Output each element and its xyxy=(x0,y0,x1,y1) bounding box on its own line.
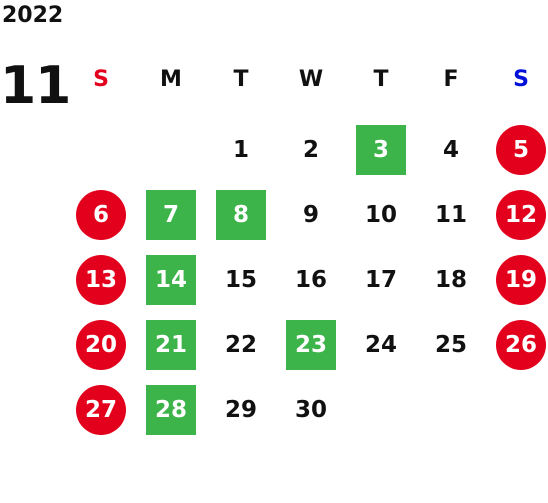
calendar-day-27[interactable]: 27 xyxy=(76,385,126,435)
calendar-day-1[interactable]: 1 xyxy=(232,137,249,163)
weekday-header-2: T xyxy=(233,67,249,92)
weekday-header-1: M xyxy=(160,67,182,92)
weekday-header-4: T xyxy=(373,67,389,92)
calendar-day-19[interactable]: 19 xyxy=(496,255,546,305)
calendar-day-3[interactable]: 3 xyxy=(356,125,406,175)
calendar-day-6[interactable]: 6 xyxy=(76,190,126,240)
calendar-day-11[interactable]: 11 xyxy=(434,202,467,228)
calendar-day-10[interactable]: 10 xyxy=(364,202,397,228)
calendar-day-4[interactable]: 4 xyxy=(442,137,459,163)
calendar-day-12[interactable]: 12 xyxy=(496,190,546,240)
calendar-day-9[interactable]: 9 xyxy=(302,202,319,228)
weekday-header-3: W xyxy=(298,67,324,92)
calendar-day-16[interactable]: 16 xyxy=(294,267,327,293)
calendar-day-14[interactable]: 14 xyxy=(146,255,196,305)
calendar-day-22[interactable]: 22 xyxy=(224,332,257,358)
calendar-month: 11 xyxy=(0,56,71,116)
calendar-day-13[interactable]: 13 xyxy=(76,255,126,305)
calendar-year: 2022 xyxy=(2,3,64,28)
calendar-day-24[interactable]: 24 xyxy=(364,332,397,358)
weekday-header-6: S xyxy=(513,67,529,92)
calendar-day-5[interactable]: 5 xyxy=(496,125,546,175)
calendar-day-29[interactable]: 29 xyxy=(224,397,257,423)
calendar-day-20[interactable]: 20 xyxy=(76,320,126,370)
calendar-day-23[interactable]: 23 xyxy=(286,320,336,370)
calendar-day-21[interactable]: 21 xyxy=(146,320,196,370)
calendar-day-15[interactable]: 15 xyxy=(224,267,257,293)
calendar-day-2[interactable]: 2 xyxy=(302,137,319,163)
weekday-header-0: S xyxy=(93,67,109,92)
calendar-day-28[interactable]: 28 xyxy=(146,385,196,435)
weekday-header-5: F xyxy=(443,67,459,92)
calendar-day-7[interactable]: 7 xyxy=(146,190,196,240)
calendar-day-30[interactable]: 30 xyxy=(294,397,327,423)
calendar-day-25[interactable]: 25 xyxy=(434,332,467,358)
calendar-day-8[interactable]: 8 xyxy=(216,190,266,240)
calendar-day-26[interactable]: 26 xyxy=(496,320,546,370)
calendar-day-17[interactable]: 17 xyxy=(364,267,397,293)
calendar-day-18[interactable]: 18 xyxy=(434,267,467,293)
